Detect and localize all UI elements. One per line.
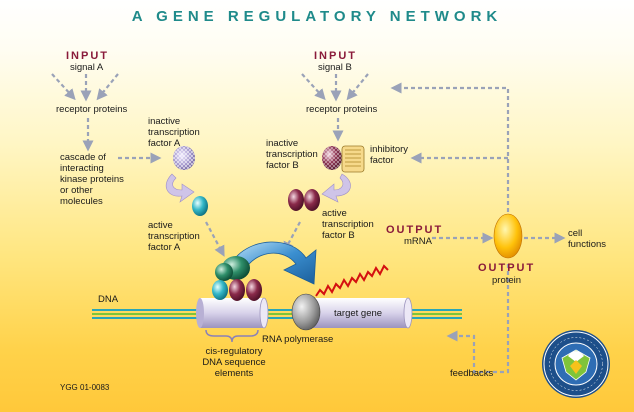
output-protein-label: protein — [492, 275, 522, 286]
output-protein-shape — [493, 213, 523, 259]
input-b-label: signal B — [318, 62, 352, 73]
output-mrna-heading: OUTPUT — [386, 224, 444, 236]
receptor-proteins-a: receptor proteins — [56, 104, 128, 115]
signal-b-arrows — [301, 73, 369, 142]
feedbacks-label: feedbacks — [450, 368, 494, 379]
active-a-arrow — [205, 221, 225, 257]
doe-seal — [542, 330, 610, 398]
target-gene-cylinder — [304, 297, 413, 329]
signal-a-arrows — [51, 73, 119, 152]
figure-id: YGG 01-0083 — [60, 383, 110, 392]
activation-arrow — [231, 241, 317, 285]
dna-label: DNA — [98, 294, 119, 305]
target-gene-label: target gene — [334, 308, 383, 319]
active-factor-b-left — [288, 189, 304, 211]
feedback-lines — [390, 82, 510, 374]
input-b-heading: INPUT — [314, 50, 357, 62]
cis-regulatory-bracket — [205, 329, 259, 343]
input-a-heading: INPUT — [66, 50, 109, 62]
conversion-arrow-a — [165, 173, 195, 203]
active-b-arrow — [283, 221, 301, 253]
output-mrna-label: mRNA — [404, 236, 432, 247]
output-protein-heading: OUTPUT — [478, 262, 536, 274]
active-factor-b-right — [304, 189, 320, 211]
receptor-proteins-b: receptor proteins — [306, 104, 378, 115]
mrna-strand — [315, 264, 389, 297]
input-a-label: signal A — [70, 62, 104, 73]
rna-polymerase — [291, 293, 321, 331]
diagram-title: A GENE REGULATORY NETWORK — [131, 8, 503, 25]
transcription-complex — [212, 256, 262, 301]
rna-polymerase-label: RNA polymerase — [262, 334, 334, 345]
cis-regulatory-cylinder — [196, 297, 269, 329]
active-factor-a — [192, 196, 208, 216]
conversion-arrow-b — [321, 173, 351, 203]
